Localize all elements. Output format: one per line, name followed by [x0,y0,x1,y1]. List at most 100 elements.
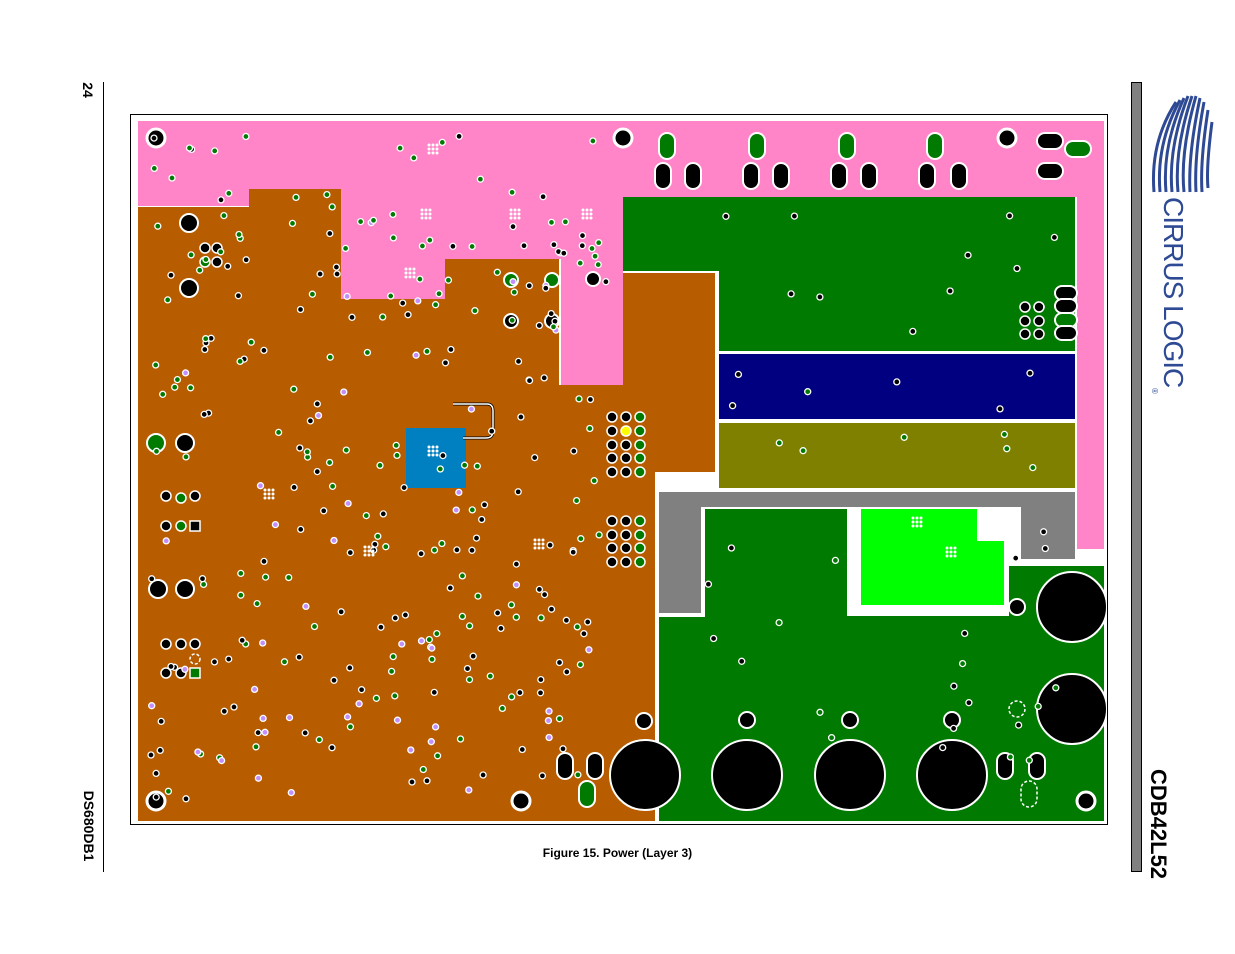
via [220,707,228,715]
via [447,345,455,354]
via [271,520,280,529]
via-cluster-dot [911,524,915,528]
via-cluster-dot [404,271,408,275]
via [574,771,582,779]
via-cluster-dot [517,216,521,220]
via [400,483,408,492]
via [261,573,270,581]
via [458,572,467,580]
via [416,275,424,283]
page-number: 24 [80,82,96,98]
via [804,388,812,396]
via-cluster-dot [431,151,435,155]
via-cluster-dot [533,542,537,546]
via-cluster-dot [404,275,408,279]
via [157,717,165,726]
via [939,743,947,752]
via [831,556,840,565]
via [586,424,594,433]
via [389,652,397,661]
via-cluster-dot [537,542,541,546]
via [379,313,387,321]
via [1039,528,1048,536]
via [150,164,158,173]
via-cluster-dot [435,445,439,449]
via [313,400,321,408]
via [469,652,477,660]
via-cluster-dot [585,216,589,220]
via [225,189,233,197]
via [1013,264,1021,273]
via-cluster-dot [431,445,435,449]
via [224,262,232,270]
via [220,211,228,220]
via-cluster-dot [263,492,267,496]
via [595,531,603,539]
via [476,175,485,183]
via [408,778,416,786]
via [452,506,460,514]
via [433,752,442,760]
via [1005,212,1014,220]
via [547,605,556,613]
via [288,219,297,228]
via [497,624,505,633]
via [525,282,533,290]
via [260,346,268,355]
via-cluster-dot [517,212,521,216]
via [306,417,315,425]
via-cluster-dot [585,212,589,216]
via [217,756,226,765]
via-cluster-dot [945,550,949,554]
via [230,703,238,711]
via-cluster-dot [541,546,545,550]
via [152,769,160,778]
via [237,591,245,599]
via [562,616,571,624]
via [509,222,517,231]
via [1014,721,1023,729]
via-cluster-dot [435,143,439,147]
via-cluster-dot [271,496,275,500]
via [787,290,795,298]
via-cluster-dot [431,147,435,151]
via [377,623,385,631]
via [430,546,439,554]
via [512,613,520,621]
via [252,743,260,751]
via [559,745,567,753]
via-cluster-dot [371,549,375,553]
via [152,361,160,369]
via [164,787,173,795]
via [382,543,390,551]
via [816,293,824,301]
via [775,618,783,627]
via [313,467,321,476]
via [540,590,549,599]
blue-component [406,428,466,488]
via [238,636,246,644]
small-vias [147,132,1060,803]
via [588,244,596,253]
via-cluster-dot [919,520,923,524]
via [328,203,336,211]
via [308,290,317,298]
via [242,256,250,264]
via [893,378,901,386]
via [363,348,372,357]
via-cluster-dot [581,208,585,212]
via [387,667,396,676]
via-cluster-dot [367,553,371,557]
via [704,580,713,588]
via-cluster-dot [427,151,431,155]
via [507,693,516,701]
via-cluster-dot [428,208,432,212]
via-cluster-dot [541,538,545,542]
logo-wordmark: CIRRUS LOGIC [1158,197,1189,388]
via [250,685,259,694]
via [389,210,397,219]
via [297,525,305,534]
via [427,738,435,746]
via-cluster-dot [271,488,275,492]
via-cluster-dot [263,488,267,492]
